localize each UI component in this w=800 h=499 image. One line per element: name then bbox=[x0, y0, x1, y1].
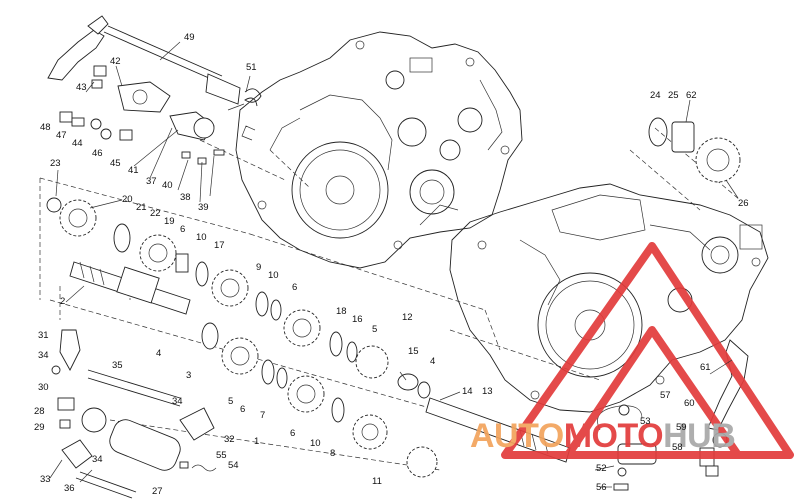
callout-5a: 5 bbox=[372, 324, 377, 335]
callout-34c: 34 bbox=[92, 454, 103, 465]
callout-35: 35 bbox=[112, 360, 123, 371]
callout-34a: 34 bbox=[38, 350, 49, 361]
callout-8: 8 bbox=[330, 448, 335, 459]
callout-40: 40 bbox=[162, 180, 173, 191]
callout-7: 7 bbox=[260, 410, 265, 421]
watermark-text-auto: AUTO bbox=[470, 417, 564, 455]
callout-36: 36 bbox=[64, 483, 75, 494]
callout-14: 14 bbox=[462, 386, 473, 397]
callout-10b: 10 bbox=[268, 270, 279, 281]
callout-11: 11 bbox=[372, 476, 382, 487]
callout-9: 9 bbox=[256, 262, 261, 273]
callout-60: 60 bbox=[684, 398, 695, 409]
callout-1: 1 bbox=[254, 436, 259, 447]
callout-31: 31 bbox=[38, 330, 49, 341]
callout-58: 58 bbox=[672, 442, 683, 453]
callout-33: 33 bbox=[40, 474, 51, 485]
callout-44: 44 bbox=[72, 138, 83, 149]
callout-56: 56 bbox=[596, 482, 607, 493]
callout-19: 19 bbox=[164, 216, 175, 227]
callout-5b: 5 bbox=[228, 396, 233, 407]
kickstart-arm-assembly bbox=[47, 15, 262, 111]
crankcase-left-half bbox=[235, 31, 523, 269]
callout-32: 32 bbox=[224, 434, 235, 445]
shift-mechanism-hardware bbox=[59, 65, 225, 165]
callout-26: 26 bbox=[738, 198, 749, 209]
assembly-guide-lines bbox=[39, 127, 741, 471]
mainshaft bbox=[69, 261, 191, 315]
callout-41: 41 bbox=[128, 165, 139, 176]
callout-38: 38 bbox=[180, 192, 191, 203]
watermark-triangle-outer bbox=[501, 242, 794, 459]
callout-61: 61 bbox=[700, 362, 711, 373]
callout-46: 46 bbox=[92, 148, 103, 159]
crankcase-right-half bbox=[449, 183, 769, 413]
callout-6d: 6 bbox=[290, 428, 295, 439]
callout-25: 25 bbox=[668, 90, 679, 101]
sprocket-assembly bbox=[648, 117, 741, 183]
callout-34b: 34 bbox=[172, 396, 183, 407]
callout-10c: 10 bbox=[310, 438, 321, 449]
watermark-logo: AUTOMOTOHUB bbox=[470, 242, 794, 459]
callout-30: 30 bbox=[38, 382, 49, 393]
callout-42: 42 bbox=[110, 56, 121, 67]
callout-18: 18 bbox=[336, 306, 347, 317]
callout-59: 59 bbox=[676, 422, 687, 433]
callout-12: 12 bbox=[402, 312, 413, 323]
callout-45: 45 bbox=[110, 158, 121, 169]
shift-drum-assembly bbox=[51, 329, 217, 499]
callout-15: 15 bbox=[408, 346, 419, 357]
callout-4a: 4 bbox=[430, 356, 435, 367]
gear-set-lower bbox=[201, 322, 571, 478]
callout-6b: 6 bbox=[292, 282, 297, 293]
watermark-text: AUTOMOTOHUB bbox=[470, 417, 735, 455]
callout-54: 54 bbox=[228, 460, 239, 471]
callout-10a: 10 bbox=[196, 232, 207, 243]
callout-27: 27 bbox=[152, 486, 163, 497]
watermark-triangle-inner bbox=[564, 326, 742, 458]
callout-23: 23 bbox=[50, 158, 61, 169]
callout-53: 53 bbox=[640, 416, 651, 427]
callout-52: 52 bbox=[596, 463, 607, 474]
callout-43: 43 bbox=[76, 82, 87, 93]
callout-labels: 49 51 42 43 48 47 44 46 45 41 37 40 38 3… bbox=[34, 32, 749, 497]
callout-49: 49 bbox=[184, 32, 195, 43]
callout-17: 17 bbox=[214, 240, 225, 251]
callout-16: 16 bbox=[352, 314, 363, 325]
callout-37: 37 bbox=[146, 176, 157, 187]
callout-2: 2 bbox=[60, 296, 65, 307]
callout-20: 20 bbox=[122, 194, 133, 205]
watermark-text-hub: HUB bbox=[663, 417, 735, 455]
callout-21: 21 bbox=[136, 202, 147, 213]
callout-62: 62 bbox=[686, 90, 697, 101]
callout-29: 29 bbox=[34, 422, 45, 433]
leader-lines bbox=[49, 41, 739, 488]
callout-6c: 6 bbox=[240, 404, 245, 415]
callout-6a: 6 bbox=[180, 224, 185, 235]
gear-set-upper bbox=[46, 197, 431, 399]
callout-4b: 4 bbox=[156, 348, 161, 359]
callout-24: 24 bbox=[650, 90, 661, 101]
callout-51: 51 bbox=[246, 62, 257, 73]
watermark-text-moto: MOTO bbox=[564, 417, 663, 455]
callout-47: 47 bbox=[56, 130, 67, 141]
callout-55: 55 bbox=[216, 450, 227, 461]
callout-28: 28 bbox=[34, 406, 45, 417]
callout-48: 48 bbox=[40, 122, 51, 133]
callout-57: 57 bbox=[660, 390, 671, 401]
callout-3: 3 bbox=[186, 370, 191, 381]
callout-13: 13 bbox=[482, 386, 493, 397]
callout-39: 39 bbox=[198, 202, 209, 213]
callout-22: 22 bbox=[150, 208, 161, 219]
